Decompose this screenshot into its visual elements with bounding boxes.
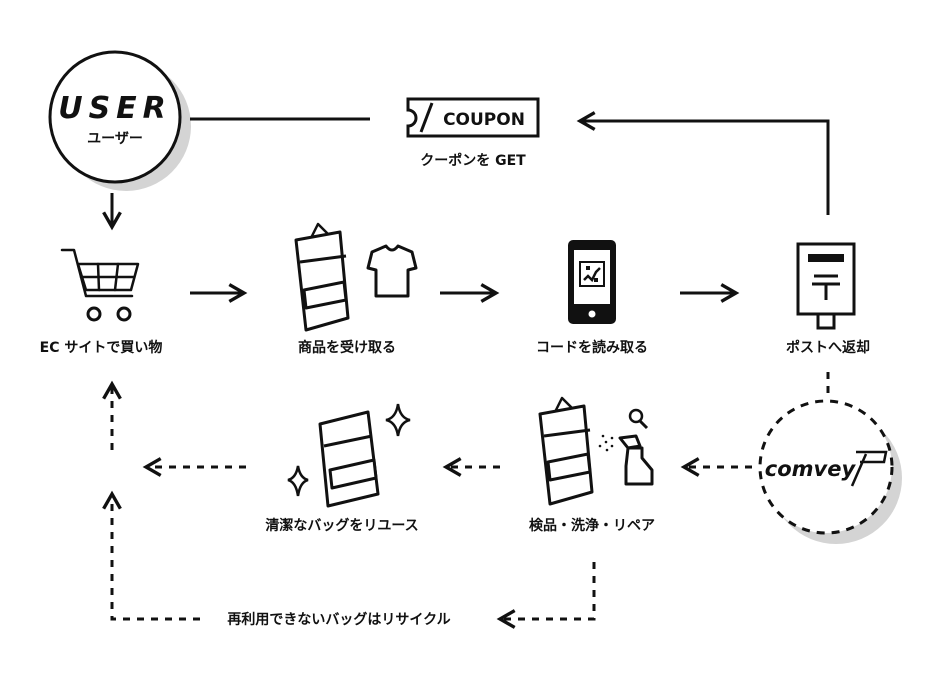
label-receive: 商品を受け取る xyxy=(298,339,396,356)
label-reuse: 清潔なバッグをリユース xyxy=(265,517,418,534)
comvey-logo-text: comvey xyxy=(765,457,857,481)
paper-bag-icon xyxy=(294,222,350,332)
coupon-ticket-icon: COUPON xyxy=(406,97,540,138)
sparkle-icon xyxy=(287,403,411,497)
comvey-node: comvey xyxy=(758,399,902,544)
inspect-bag-icon xyxy=(538,396,594,506)
cart-icon xyxy=(60,248,140,322)
arrow-inspect-to-recycle xyxy=(496,562,596,629)
coupon-badge-text: COUPON xyxy=(443,110,525,130)
tshirt-icon xyxy=(366,244,418,298)
arrow-return-to-coupon xyxy=(576,111,830,215)
mailbox-icon xyxy=(796,242,856,330)
clean-bag-icon xyxy=(318,410,380,508)
user-node: USER ユーザー xyxy=(48,50,191,191)
label-inspect: 検品・洗浄・リペア xyxy=(529,517,655,534)
spray-bottle-icon xyxy=(598,434,654,486)
label-return-post: ポストへ返却 xyxy=(786,339,870,356)
smartphone-qr-icon xyxy=(568,240,616,324)
user-title: USER xyxy=(58,91,172,126)
arrow-recycle-loop xyxy=(102,490,200,621)
coupon-caption: クーポンを GET xyxy=(420,152,526,169)
user-subtitle: ユーザー xyxy=(87,131,143,147)
label-recycle: 再利用できないバッグはリサイクル xyxy=(227,611,450,628)
magnifier-icon xyxy=(628,408,649,430)
label-scan-code: コードを読み取る xyxy=(536,339,648,356)
label-ec-shopping: EC サイトで買い物 xyxy=(40,339,163,356)
